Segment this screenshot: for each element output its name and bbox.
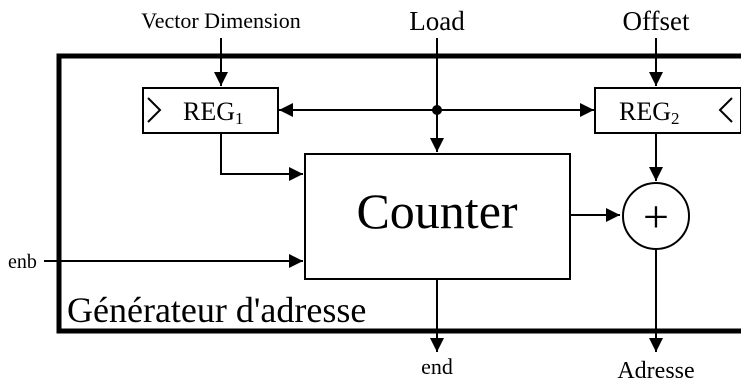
reg1-to-counter-wire <box>220 133 303 181</box>
counter-block <box>304 153 571 280</box>
load-label: Load <box>409 6 465 36</box>
module-frame <box>56 53 741 334</box>
enb-label: enb <box>8 251 37 273</box>
reg2-clock-icon <box>718 97 733 123</box>
module-title: Générateur d'adresse <box>67 290 366 330</box>
reg1-clock-icon <box>147 97 162 123</box>
offset-label: Offset <box>623 6 690 36</box>
reg2-label: REG2 <box>619 97 680 128</box>
reg2-label-text: REG <box>619 97 671 126</box>
end-label: end <box>421 354 453 379</box>
reg1-label: REG1 <box>183 97 244 128</box>
adder-plus-icon: + <box>643 191 669 242</box>
load-junction-dot <box>432 105 442 115</box>
adresse-label: Adresse <box>617 358 694 383</box>
reg1-block <box>142 87 279 134</box>
reg2-block <box>594 87 741 134</box>
reg1-subscript: 1 <box>235 109 244 128</box>
reg2-subscript: 2 <box>671 109 680 128</box>
reg1-label-text: REG <box>183 97 235 126</box>
counter-label: Counter <box>356 183 517 239</box>
vector-dimension-label: Vector Dimension <box>141 8 300 33</box>
